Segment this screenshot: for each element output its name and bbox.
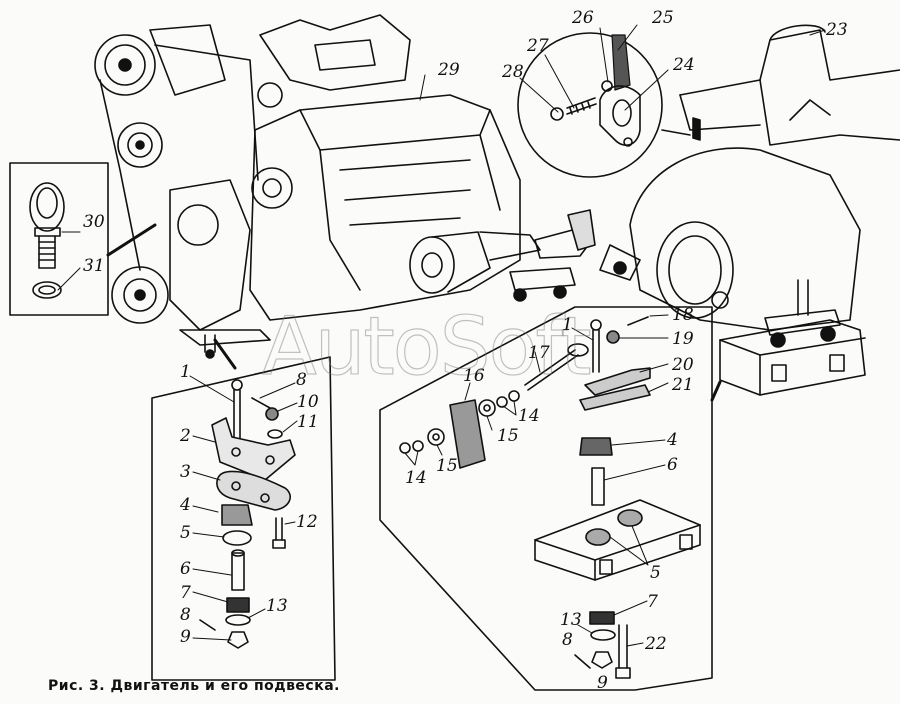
callout-rear-8: 8 — [562, 630, 573, 650]
callout-23: 23 — [826, 20, 848, 40]
callout-25: 25 — [652, 8, 674, 28]
callout-rear-20: 20 — [672, 355, 694, 375]
callout-rear-22: 22 — [645, 634, 667, 654]
callout-29: 29 — [438, 60, 460, 80]
callout-front-8-bottom: 8 — [180, 605, 191, 625]
callout-rear-13: 13 — [560, 610, 582, 630]
engine-block-rear-view — [599, 24, 900, 396]
rear-mount-assembly-installed — [509, 209, 596, 302]
callout-rear-1: 1 — [562, 315, 573, 335]
callout-31: 31 — [83, 256, 105, 276]
callout-rear-6: 6 — [667, 455, 678, 475]
callout-rear-16: 16 — [463, 366, 485, 386]
callout-27: 27 — [527, 36, 549, 56]
callout-rear-14-a: 14 — [518, 406, 540, 426]
callout-rear-5: 5 — [650, 563, 661, 583]
callout-rear-15-b: 15 — [436, 456, 458, 476]
callout-front-9: 9 — [180, 627, 191, 647]
callout-rear-4: 4 — [667, 430, 678, 450]
callout-front-2: 2 — [180, 426, 191, 446]
callout-front-10: 10 — [297, 392, 319, 412]
front-mount-exploded-view — [151, 338, 336, 681]
callout-rear-19: 19 — [672, 329, 694, 349]
callout-rear-17: 17 — [528, 343, 550, 363]
callout-front-13: 13 — [266, 596, 288, 616]
callout-front-3: 3 — [180, 462, 191, 482]
callout-front-4: 4 — [180, 495, 191, 515]
inset-eyebolt — [9, 162, 157, 316]
callout-front-6: 6 — [180, 559, 191, 579]
callout-front-1: 1 — [180, 362, 191, 382]
engine-block-front-view — [94, 14, 541, 359]
leader-lines — [57, 24, 826, 647]
callout-rear-21: 21 — [672, 375, 694, 395]
callout-rear-18: 18 — [672, 305, 694, 325]
figure-caption: Рис. 3. Двигатель и его подвеска. — [48, 678, 340, 694]
callout-rear-9: 9 — [597, 673, 608, 693]
inset-circle-lifting-bracket — [517, 32, 701, 178]
callout-26: 26 — [572, 8, 594, 28]
watermark: AutoSoft — [261, 299, 592, 393]
callout-front-12: 12 — [296, 512, 318, 532]
callout-28: 28 — [502, 62, 524, 82]
callout-front-11: 11 — [297, 412, 319, 432]
callout-rear-7: 7 — [647, 592, 658, 612]
callout-rear-14-b: 14 — [405, 468, 427, 488]
callout-24: 24 — [673, 55, 695, 75]
callout-front-8-top: 8 — [296, 370, 307, 390]
rear-mount-exploded-view — [379, 306, 722, 691]
callout-front-5: 5 — [180, 523, 191, 543]
callout-front-7: 7 — [180, 583, 191, 603]
callout-rear-15-a: 15 — [497, 426, 519, 446]
callout-30: 30 — [83, 212, 105, 232]
